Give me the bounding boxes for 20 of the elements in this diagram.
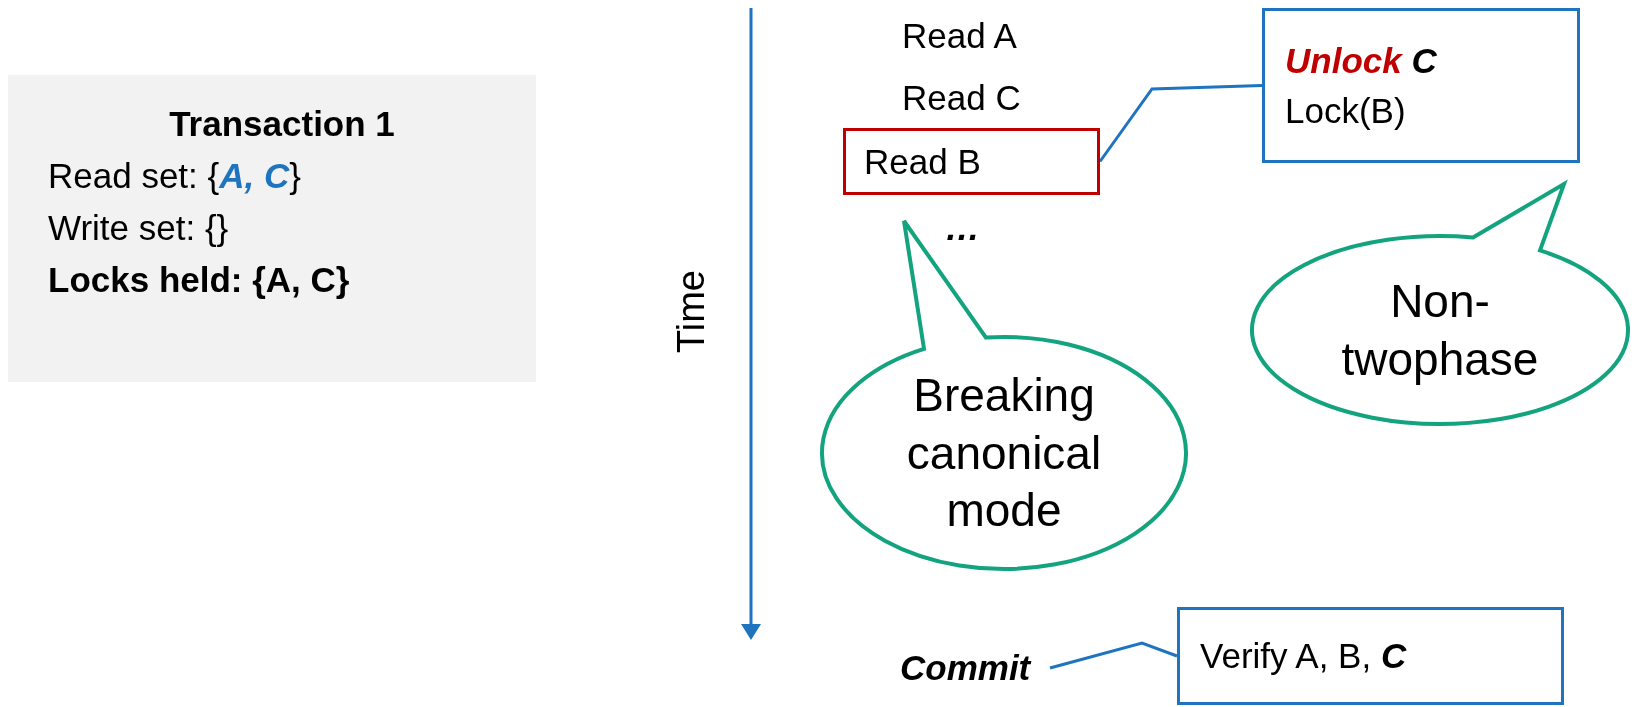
locks-held-text: Locks held: {A, C} bbox=[48, 259, 351, 301]
note-box bbox=[1177, 607, 1564, 705]
unlock-text: Unlock C bbox=[1285, 39, 1438, 82]
axis-label: Time bbox=[670, 270, 713, 353]
verify-text: Verify A, B, C bbox=[1200, 635, 1408, 677]
connector-line bbox=[1098, 84, 1263, 163]
lock-text: Lock(B) bbox=[1285, 89, 1407, 132]
bubble-text: Non- twophase bbox=[1340, 273, 1540, 387]
note-box bbox=[1262, 8, 1580, 163]
commit-text: Commit bbox=[900, 647, 1031, 689]
step-text: Read C bbox=[902, 78, 1021, 118]
connector-line bbox=[1049, 641, 1178, 670]
read-text: Read B bbox=[864, 140, 982, 183]
panel-title: Transaction 1 bbox=[168, 103, 396, 145]
read-set-text: Read set: {A, C} bbox=[48, 155, 302, 197]
highlight-box bbox=[843, 128, 1100, 195]
bubble-text: Breaking canonical mode bbox=[905, 367, 1103, 538]
step-text: Read A bbox=[902, 16, 1017, 56]
ellipsis-text: … bbox=[945, 208, 980, 248]
write-set-text: Write set: {} bbox=[48, 207, 230, 249]
